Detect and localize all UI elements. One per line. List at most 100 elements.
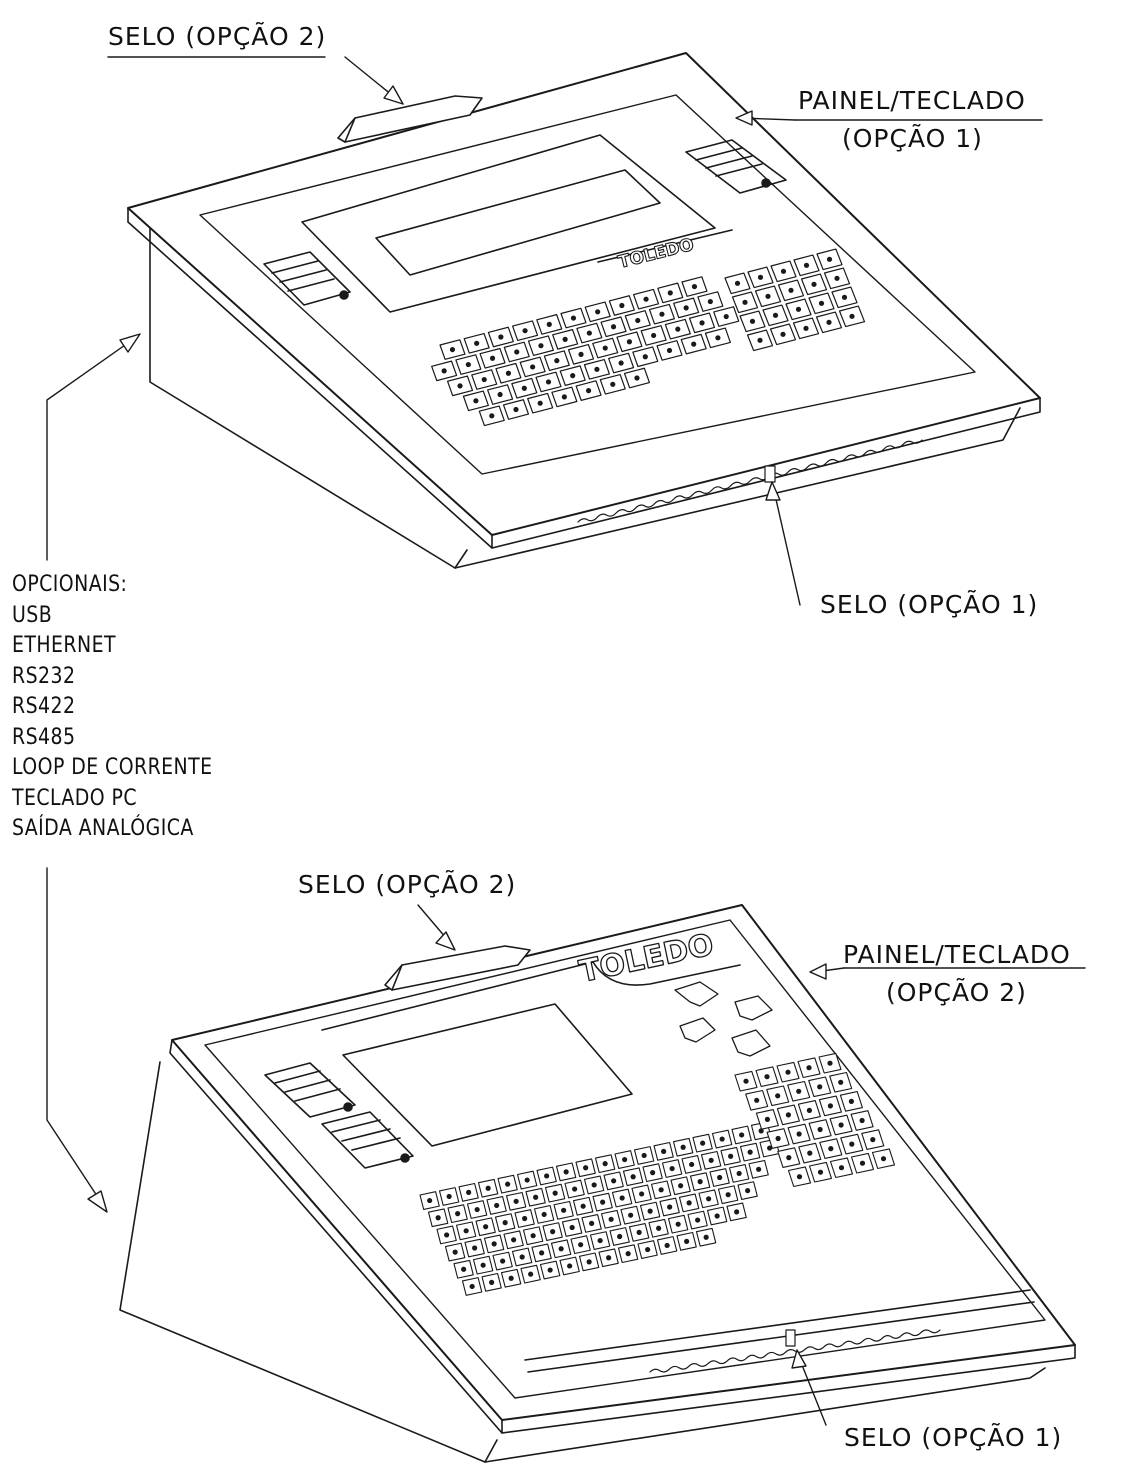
key-glyph — [505, 370, 512, 376]
key-glyph — [583, 1165, 589, 1171]
key-glyph — [500, 1258, 506, 1264]
key-glyph — [466, 1189, 472, 1195]
key-glyph — [519, 1254, 525, 1260]
key-glyph — [619, 1195, 625, 1201]
key-glyph — [817, 1084, 823, 1090]
top-terminal — [127, 52, 1041, 569]
key-glyph — [796, 1131, 802, 1137]
key-glyph — [634, 375, 640, 381]
key-glyph — [828, 1146, 834, 1152]
key-glyph — [563, 1169, 569, 1175]
key-glyph — [572, 1186, 578, 1192]
key-glyph — [796, 1088, 802, 1094]
key-glyph — [803, 262, 810, 268]
key-glyph — [806, 1107, 813, 1113]
key-glyph — [618, 360, 624, 366]
key-glyph — [489, 355, 496, 361]
key-glyph — [558, 1246, 564, 1252]
key-glyph — [659, 311, 665, 317]
key-glyph — [695, 1217, 701, 1223]
key-glyph — [714, 1213, 720, 1219]
key-glyph — [736, 1170, 742, 1177]
top-panel-keyboard-label: PAINEL/TECLADO — [798, 86, 1026, 115]
key-glyph — [642, 354, 648, 360]
bottom-display-screen — [342, 1003, 633, 1147]
optionals-list: OPCIONAIS: USB ETHERNET RS232 RS422 RS48… — [12, 570, 213, 845]
key-glyph — [747, 1149, 753, 1155]
key-glyph — [667, 1204, 673, 1210]
optional-item: USB — [12, 602, 53, 628]
top-seal-option1-label: SELO (OPÇÃO 1) — [820, 590, 1039, 619]
key-glyph — [683, 305, 689, 311]
key-glyph — [880, 1156, 887, 1162]
key-glyph — [743, 1078, 749, 1084]
key-glyph — [585, 388, 592, 394]
key-glyph — [838, 1079, 844, 1085]
bottom-keyboard — [419, 1052, 896, 1296]
key-glyph — [580, 1203, 586, 1209]
top-seal-option2-label: SELO (OPÇÃO 2) — [108, 22, 327, 51]
key-glyph — [474, 1206, 480, 1213]
bottom-leaders — [417, 904, 1086, 1426]
key-glyph — [528, 1271, 534, 1277]
key-glyph — [610, 324, 617, 330]
key-glyph — [463, 1228, 469, 1234]
top-terminal-side-body — [149, 227, 456, 569]
key-glyph — [483, 1224, 489, 1230]
key-glyph — [502, 1220, 508, 1226]
key-glyph — [754, 1097, 760, 1103]
top-display-screen — [375, 169, 661, 276]
key-glyph — [708, 1157, 714, 1163]
key-glyph — [600, 1199, 606, 1205]
bottom-nav-arrows — [674, 981, 773, 1057]
key-glyph — [775, 1135, 781, 1142]
key-glyph — [780, 331, 786, 337]
key-glyph — [546, 321, 552, 327]
key-glyph — [859, 1160, 866, 1166]
key-glyph — [838, 1165, 845, 1171]
key-glyph — [817, 1169, 824, 1175]
key-glyph — [647, 1208, 653, 1214]
key-glyph — [803, 325, 809, 331]
key-glyph — [586, 330, 592, 336]
key-glyph — [723, 313, 729, 320]
key-glyph — [775, 1093, 781, 1099]
key-glyph — [785, 1069, 791, 1075]
top-display-frame — [301, 134, 716, 313]
key-glyph — [591, 1182, 597, 1188]
key-glyph — [578, 351, 584, 357]
key-glyph — [457, 383, 463, 389]
bottom-panel-bezel — [204, 919, 1046, 1399]
key-glyph — [664, 1242, 670, 1249]
key-glyph — [522, 328, 528, 334]
key-glyph — [691, 341, 697, 347]
bottom-seal-wire — [649, 1329, 941, 1373]
key-glyph — [570, 315, 577, 321]
key-glyph — [826, 256, 833, 262]
key-glyph — [485, 1185, 491, 1191]
key-glyph — [684, 1238, 690, 1244]
key-glyph — [669, 1165, 675, 1172]
bottom-status-block-2 — [321, 1111, 414, 1169]
key-glyph — [678, 1183, 684, 1189]
key-glyph — [699, 320, 705, 326]
key-glyph — [757, 274, 764, 280]
key-glyph — [602, 345, 608, 351]
key-glyph — [788, 287, 794, 293]
key-glyph — [661, 1148, 667, 1154]
key-glyph — [796, 1174, 803, 1180]
key-glyph — [626, 339, 633, 345]
key-glyph — [717, 1174, 723, 1181]
key-glyph — [530, 1233, 536, 1239]
key-glyph — [444, 1232, 450, 1238]
key-glyph — [645, 1246, 651, 1253]
key-glyph — [817, 1126, 823, 1133]
key-glyph — [841, 294, 848, 300]
key-glyph — [780, 268, 787, 274]
key-glyph — [619, 302, 625, 309]
key-glyph — [530, 364, 536, 370]
bottom-terminal-side-body — [119, 1061, 486, 1463]
key-glyph — [742, 299, 748, 305]
bottom-brand-band — [321, 961, 741, 1031]
